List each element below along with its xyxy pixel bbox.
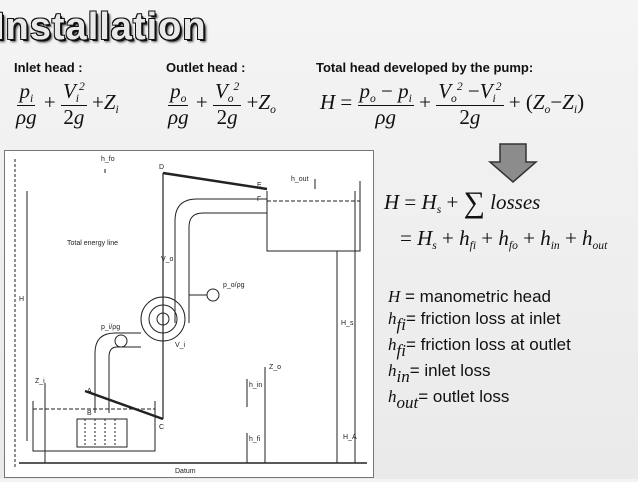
label-f: F: [257, 196, 261, 203]
page-title: Installation: [0, 6, 207, 48]
label-c: C: [159, 424, 164, 431]
legend-item: hin= inlet loss: [388, 361, 491, 386]
legend-item: hfi= friction loss at inlet: [388, 309, 561, 334]
label-v-o: V_o: [161, 256, 174, 263]
label-h-fo: h_fo: [101, 156, 115, 163]
head-losses-expanded: = Hs + hfi + hfo + hin + hout: [400, 226, 608, 253]
label-datum: Datum: [175, 468, 196, 475]
label-p-i: p_i/ρg: [101, 324, 120, 331]
label-d: D: [159, 164, 164, 171]
label-h-s: H_s: [341, 320, 354, 327]
label-h-a: H_A: [343, 434, 357, 441]
legend-item: hfi= friction loss at outlet: [388, 335, 571, 360]
legend-item: hout= outlet loss: [388, 387, 510, 412]
label-a: A: [87, 388, 92, 395]
head-losses-equation: H = Hs + ∑ losses: [384, 186, 541, 219]
down-arrow-icon: [487, 143, 539, 183]
label-total-energy-line: Total energy line: [67, 240, 118, 247]
label-e: E: [257, 182, 262, 189]
inlet-head-label: Inlet head :: [14, 60, 83, 75]
label-z-o: Z_o: [269, 364, 281, 371]
label-h-out: h_out: [291, 176, 309, 183]
label-b: B: [87, 410, 92, 417]
label-p-o: p_o/ρg: [223, 282, 245, 289]
pump-installation-diagram: h_fo D E F h_out Total energy line V_o p…: [4, 150, 374, 478]
legend: H = manometric head hfi= friction loss a…: [388, 287, 571, 413]
legend-item: H = manometric head: [388, 287, 552, 306]
label-v-i: V_i: [175, 342, 186, 349]
label-h-fi: h_fi: [249, 436, 261, 443]
label-h-in: h_in: [249, 382, 262, 389]
label-z-i: Z_i: [35, 378, 45, 385]
total-head-label: Total head developed by the pump:: [316, 60, 534, 75]
outlet-head-label: Outlet head :: [166, 60, 246, 75]
label-h: H: [19, 296, 24, 303]
